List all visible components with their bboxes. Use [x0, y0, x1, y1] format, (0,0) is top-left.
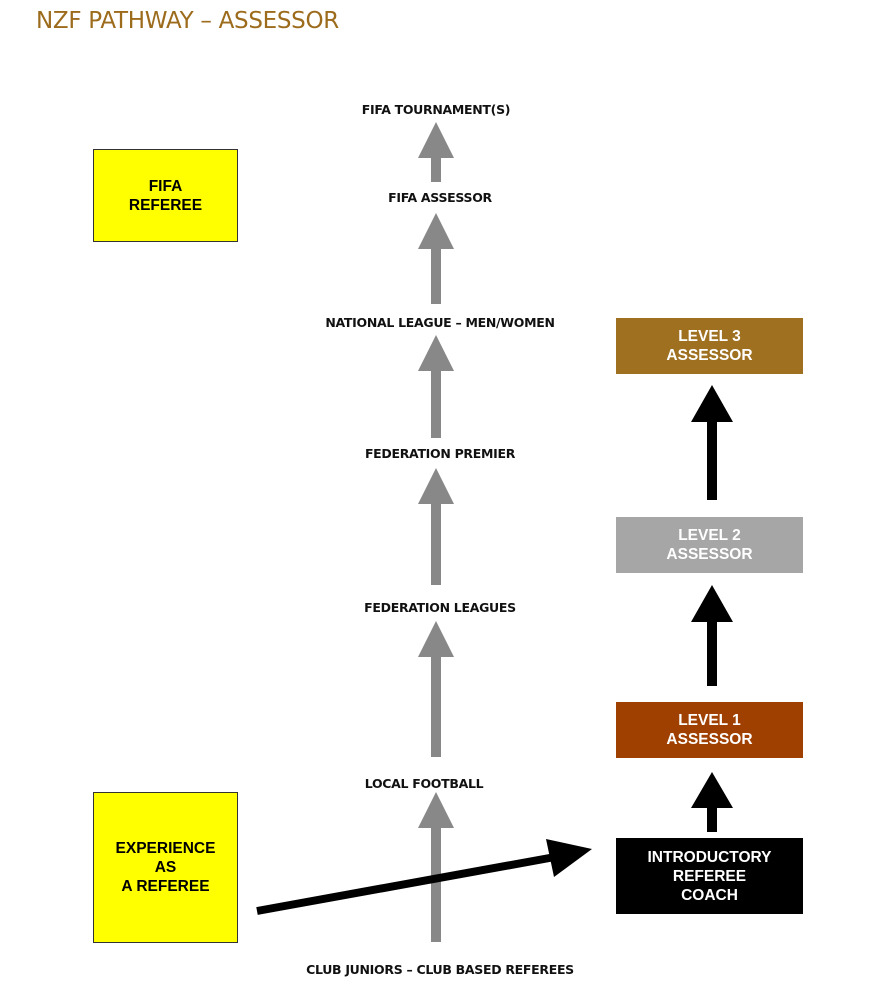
gray-arrow-6 [418, 792, 454, 942]
introductory-referee-coach-box: INTRODUCTORY REFEREE COACH [616, 838, 803, 914]
gray-arrow-5 [418, 621, 454, 757]
experience-as-referee-box: EXPERIENCE AS A REFEREE [93, 792, 238, 943]
box-line: ASSESSOR [666, 347, 753, 364]
black-arrow-2 [691, 585, 733, 686]
box-line: ASSESSOR [666, 731, 753, 748]
box-line: LEVEL 3 [678, 328, 741, 345]
box-line: INTRODUCTORY [647, 848, 772, 866]
black-arrow-3 [691, 385, 733, 500]
pathway-level-label: FEDERATION PREMIER [364, 446, 516, 461]
pathway-level-label: FIFA ASSESSOR [388, 190, 492, 205]
gray-arrow-3 [418, 335, 454, 438]
pathway-level-label: LOCAL FOOTBALL [364, 776, 484, 791]
black-arrow-1 [691, 772, 733, 832]
box-line: A REFEREE [121, 878, 210, 895]
pathway-level-label: FEDERATION LEAGUES [364, 600, 516, 615]
gray-arrow-1 [418, 122, 454, 182]
box-line: AS [154, 859, 177, 876]
gray-arrow-4 [418, 468, 454, 585]
pathway-level-label: NATIONAL LEAGUE – MEN/WOMEN [325, 315, 555, 330]
box-line: LEVEL 2 [678, 527, 741, 544]
pathway-level-label: FIFA TOURNAMENT(S) [361, 102, 511, 117]
box-line: EXPERIENCE [115, 840, 216, 857]
level-3-assessor-box: LEVEL 3 ASSESSOR [616, 318, 803, 374]
box-line: COACH [681, 886, 738, 904]
box-line: FIFA [148, 177, 183, 195]
level-2-assessor-box: LEVEL 2 ASSESSOR [616, 517, 803, 573]
experience-to-intro-arrow-head [546, 839, 592, 877]
page-title: NZF PATHWAY – ASSESSOR [36, 8, 339, 34]
box-line: ASSESSOR [666, 546, 753, 563]
gray-arrow-2 [418, 213, 454, 304]
box-line: LEVEL 1 [678, 712, 741, 729]
experience-to-intro-arrow-shaft [256, 853, 556, 915]
box-line: REFEREE [128, 196, 203, 214]
fifa-referee-box: FIFA REFEREE [93, 149, 238, 242]
level-1-assessor-box: LEVEL 1 ASSESSOR [616, 702, 803, 758]
box-line: REFEREE [672, 867, 747, 885]
pathway-level-label: CLUB JUNIORS – CLUB BASED REFEREES [306, 962, 574, 977]
